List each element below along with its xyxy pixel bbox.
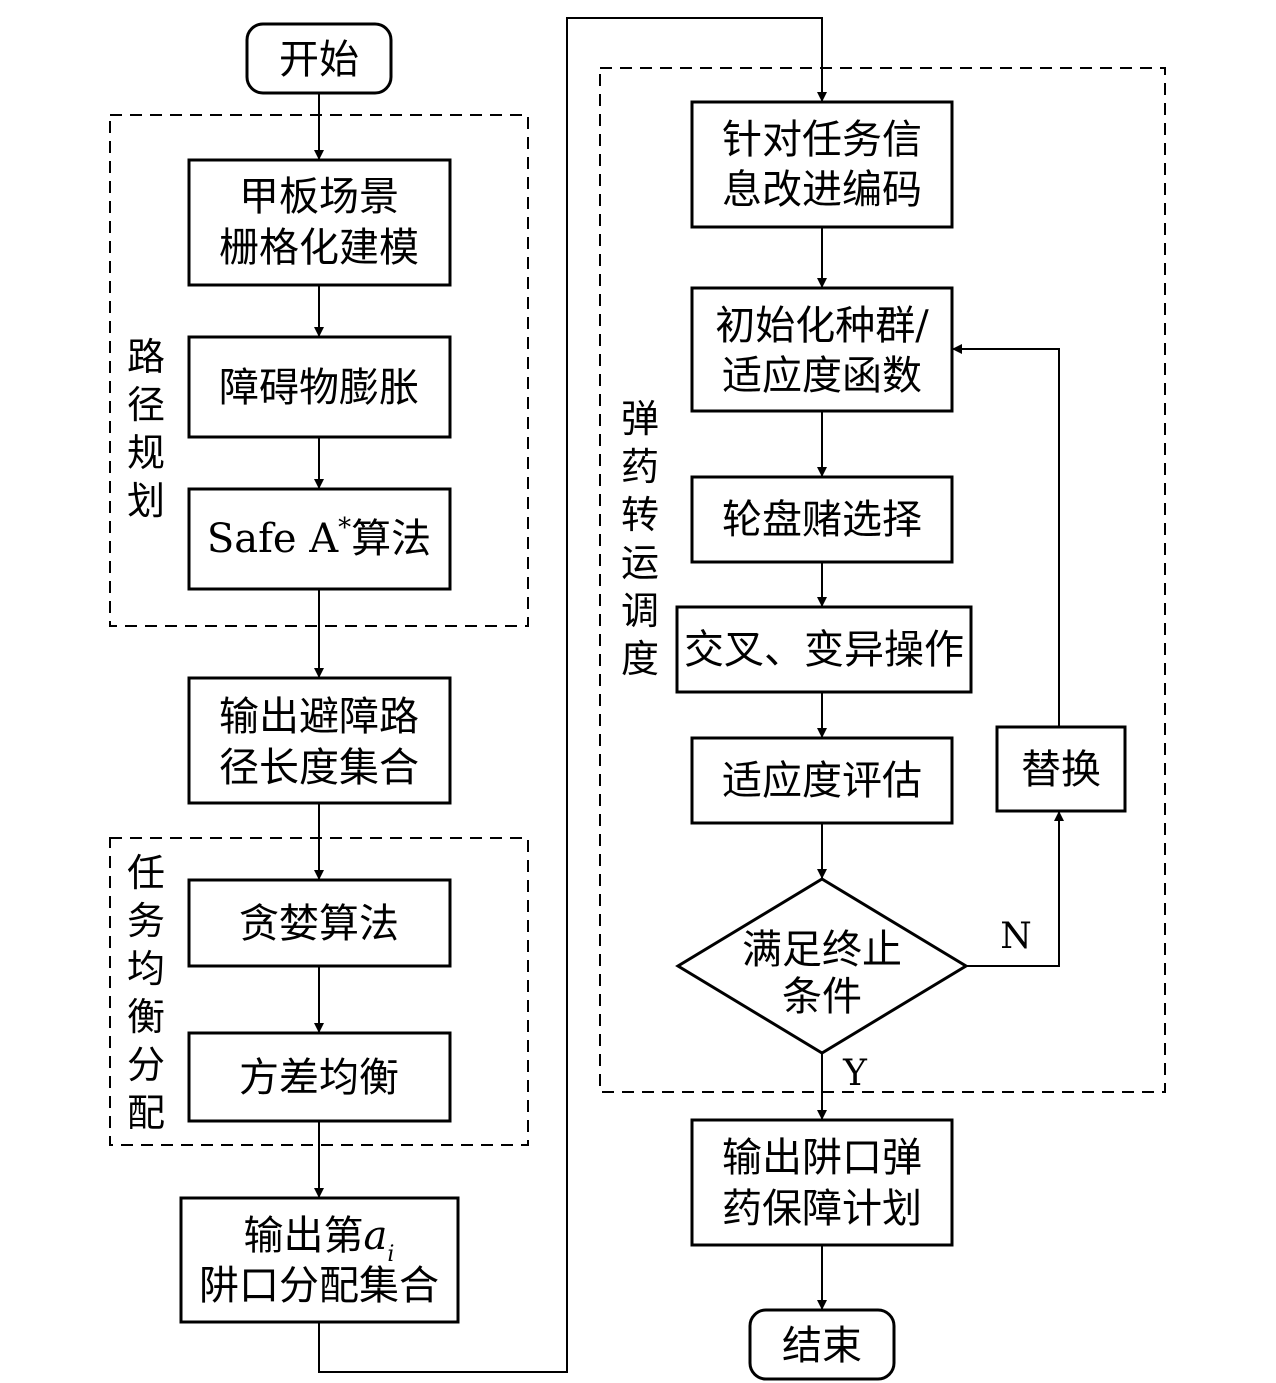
greedy-box: 贪婪算法 [187,878,452,968]
output-plan-line-2: 药保障计划 [722,1186,922,1232]
start-label: 开始 [279,37,359,83]
output-assignment-line-1: 输出第ai [244,1213,395,1267]
safe-astar-label: Safe A*算法 [207,513,431,562]
end-node: 结束 [748,1308,896,1381]
edge-label-yes: Y [842,1053,868,1094]
encoding-line-2: 息改进编码 [722,167,922,213]
termination-decision: 满足终止 条件 [675,877,969,1055]
replace-label: 替换 [1021,747,1101,793]
fitness-eval-box: 适应度评估 [690,736,954,825]
output-path-set-line-2: 径长度集合 [219,745,419,791]
grid-modeling-box: 甲板场景 栅格化建模 [187,158,452,287]
group-label-ammo-scheduling: 弹药转运调度 [621,397,659,681]
edge-termination-replace [966,811,1064,967]
group-frame-ammo-scheduling [599,67,1166,1093]
crossover-mutation-box: 交叉、变异操作 [675,605,973,694]
init-population-line-2: 适应度函数 [722,353,922,399]
output-path-set-box: 输出避障路 径长度集合 [187,676,452,805]
fitness-eval-label: 适应度评估 [722,758,922,804]
termination-line-1: 满足终止 [742,927,902,973]
output-assignment-line-2: 阱口分配集合 [199,1263,439,1309]
end-label: 结束 [782,1323,862,1369]
start-node: 开始 [245,22,393,95]
encoding-box: 针对任务信 息改进编码 [690,100,954,229]
termination-line-2: 条件 [782,974,862,1020]
grid-modeling-line-1: 甲板场景 [239,174,399,220]
greedy-label: 贪婪算法 [239,901,399,947]
encoding-line-1: 针对任务信 [722,117,922,163]
output-plan-line-1: 输出阱口弹 [722,1135,922,1181]
roulette-label: 轮盘赌选择 [722,497,922,543]
grid-modeling-line-2: 栅格化建模 [219,225,419,271]
safe-astar-box: Safe A*算法 [187,487,452,591]
output-plan-box: 输出阱口弹 药保障计划 [690,1118,954,1247]
group-label-task-balance: 任务均衡分配 [127,851,165,1135]
connectors [314,17,1064,1373]
edge-replace-init [952,344,1060,726]
group-label-path-planning: 路径规划 [127,335,165,523]
variance-balance-label: 方差均衡 [239,1055,399,1101]
replace-box: 替换 [995,725,1127,813]
obstacle-inflation-box: 障碍物膨胀 [187,335,452,439]
output-path-set-line-1: 输出避障路 [219,694,419,740]
obstacle-inflation-label: 障碍物膨胀 [219,365,419,411]
init-population-box: 初始化种群/ 适应度函数 [690,286,954,413]
variance-balance-box: 方差均衡 [187,1031,452,1123]
init-population-line-1: 初始化种群/ [715,303,929,349]
crossover-mutation-label: 交叉、变异操作 [684,627,964,673]
edge-label-no: N [1000,916,1032,957]
output-assignment-box: 输出第ai 阱口分配集合 [179,1196,460,1324]
edge-output-assign-encoding [318,17,827,1373]
roulette-box: 轮盘赌选择 [690,475,954,564]
